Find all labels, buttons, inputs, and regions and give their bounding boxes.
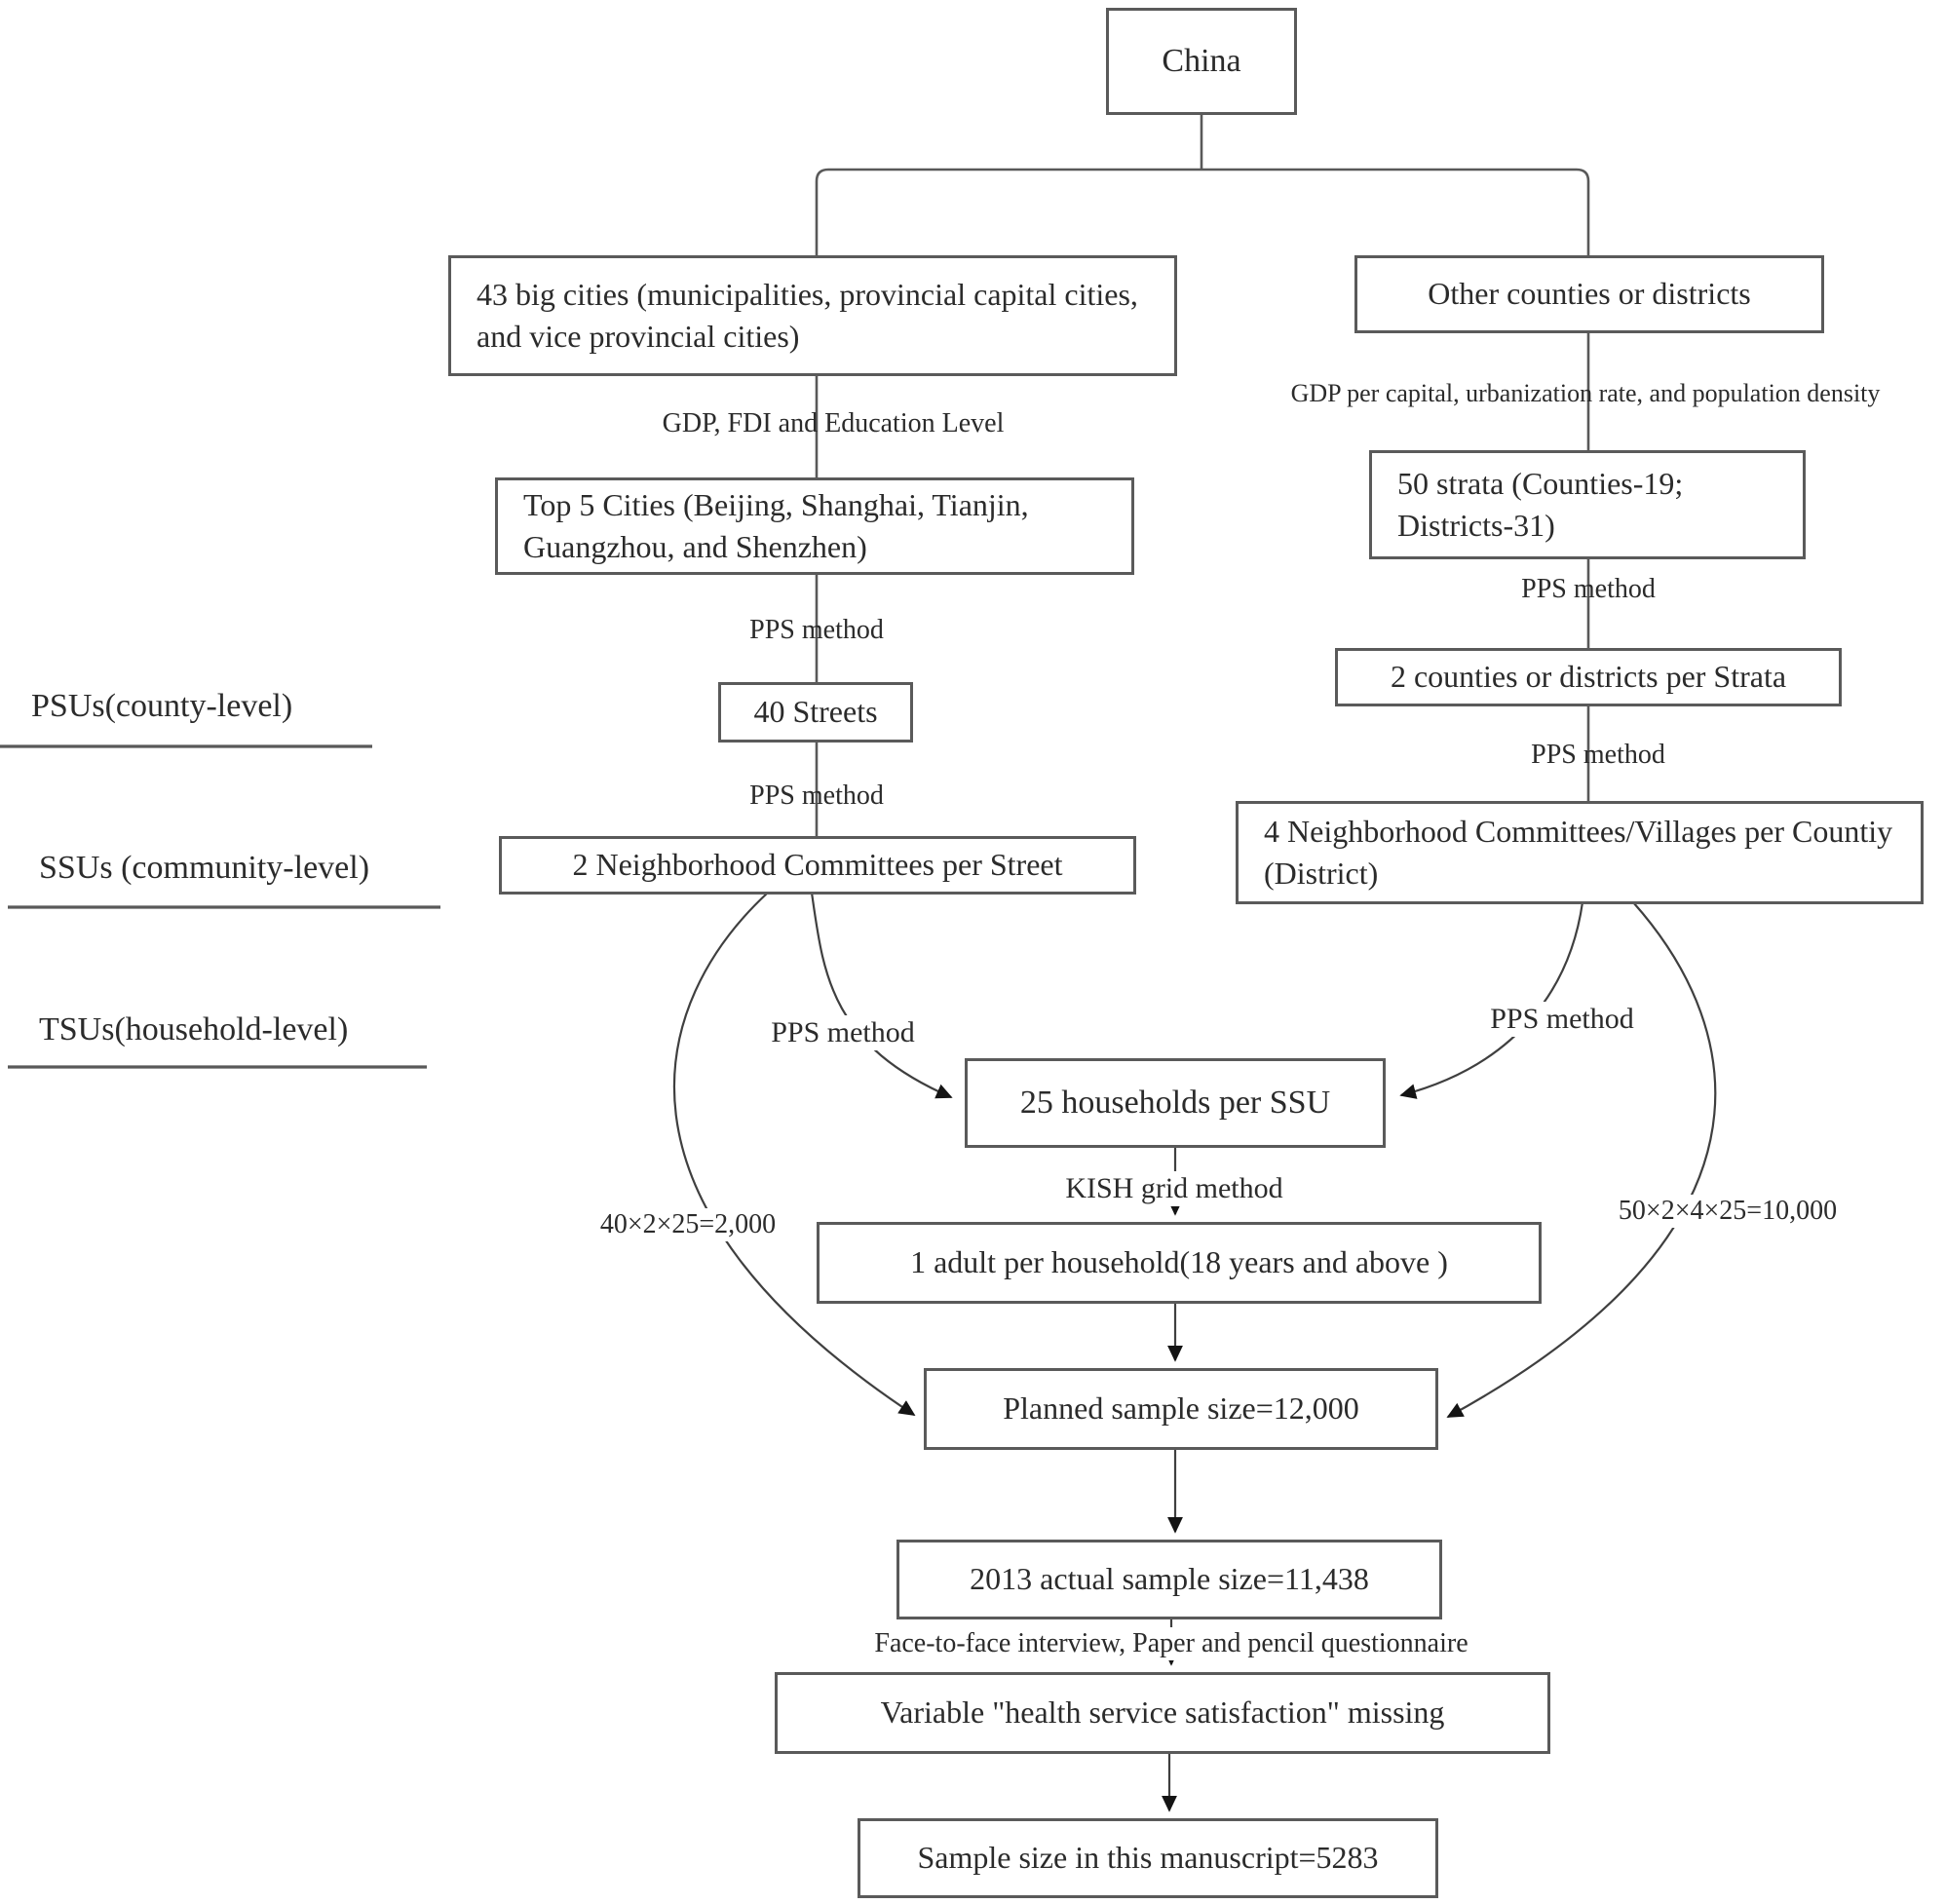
node-china: China [1106, 8, 1297, 115]
label-left-criteria: GDP, FDI and Education Level [662, 408, 1005, 438]
node-top5-cities-label: Top 5 Cities (Beijing, Shanghai, Tianjin… [523, 486, 1029, 564]
node-adult-per-household-label: 1 adult per household(18 years and above… [910, 1244, 1448, 1280]
arrow-committees-to-planned [673, 892, 916, 1416]
node-planned-sample-label: Planned sample size=12,000 [1003, 1390, 1359, 1427]
label-right-criteria: GDP per capital, urbanization rate, and … [1290, 379, 1881, 407]
node-actual-sample-label: 2013 actual sample size=11,438 [970, 1561, 1369, 1597]
node-adult-per-household: 1 adult per household(18 years and above… [817, 1222, 1542, 1304]
node-top5-cities: Top 5 Cities (Beijing, Shanghai, Tianjin… [495, 477, 1134, 575]
label-calc-left: 40×2×25=2,000 [563, 1208, 813, 1241]
label-kish-method: KISH grid method [1054, 1171, 1294, 1206]
node-variable-missing-label: Variable "health service satisfaction" m… [880, 1695, 1445, 1731]
arrow-villages-to-planned [1446, 901, 1717, 1418]
node-households-per-ssu-label: 25 households per SSU [1019, 1085, 1331, 1122]
node-committees-per-street-label: 2 Neighborhood Committees per Street [572, 847, 1063, 883]
node-china-label: China [1162, 43, 1241, 80]
stage-label-ssus: SSUs (community-level) [39, 850, 370, 886]
line-branch-tee [815, 168, 1590, 257]
node-counties-per-strata-label: 2 counties or districts per Strata [1390, 659, 1787, 695]
node-big-cities-label: 43 big cities (municipalities, provincia… [477, 276, 1138, 354]
node-committees-per-street: 2 Neighborhood Committees per Street [499, 836, 1136, 895]
label-pps-mid-left: PPS method [762, 1015, 924, 1050]
node-40-streets-label: 40 Streets [753, 694, 878, 730]
label-pps-left-1: PPS method [749, 615, 884, 645]
node-villages-per-county: 4 Neighborhood Committees/Villages per C… [1236, 801, 1924, 904]
node-planned-sample: Planned sample size=12,000 [924, 1368, 1438, 1450]
node-households-per-ssu: 25 households per SSU [965, 1058, 1386, 1148]
node-other-counties-label: Other counties or districts [1428, 276, 1751, 312]
label-interview-method: Face-to-face interview, Paper and pencil… [830, 1627, 1512, 1660]
node-50-strata: 50 strata (Counties-19; Districts-31) [1369, 450, 1806, 559]
node-other-counties: Other counties or districts [1354, 255, 1824, 333]
node-final-sample: Sample size in this manuscript=5283 [858, 1818, 1438, 1898]
stage-label-tsus: TSUs(household-level) [39, 1011, 349, 1047]
label-pps-right-1: PPS method [1521, 574, 1656, 604]
node-big-cities: 43 big cities (municipalities, provincia… [448, 255, 1177, 376]
label-pps-left-2: PPS method [749, 781, 884, 811]
node-counties-per-strata: 2 counties or districts per Strata [1335, 648, 1842, 706]
node-variable-missing: Variable "health service satisfaction" m… [775, 1672, 1550, 1754]
node-villages-per-county-label: 4 Neighborhood Committees/Villages per C… [1264, 813, 1893, 891]
node-50-strata-label: 50 strata (Counties-19; Districts-31) [1397, 465, 1684, 543]
node-actual-sample: 2013 actual sample size=11,438 [896, 1540, 1442, 1619]
arrow-committees-to-households [810, 892, 953, 1099]
label-pps-right-2: PPS method [1531, 740, 1665, 770]
stage-label-psus: PSUs(county-level) [31, 688, 293, 724]
node-40-streets: 40 Streets [718, 682, 913, 743]
label-pps-mid-right: PPS method [1481, 1002, 1643, 1037]
label-calc-right: 50×2×4×25=10,000 [1600, 1195, 1855, 1228]
node-final-sample-label: Sample size in this manuscript=5283 [917, 1840, 1379, 1876]
arrow-villages-to-households [1399, 901, 1584, 1099]
